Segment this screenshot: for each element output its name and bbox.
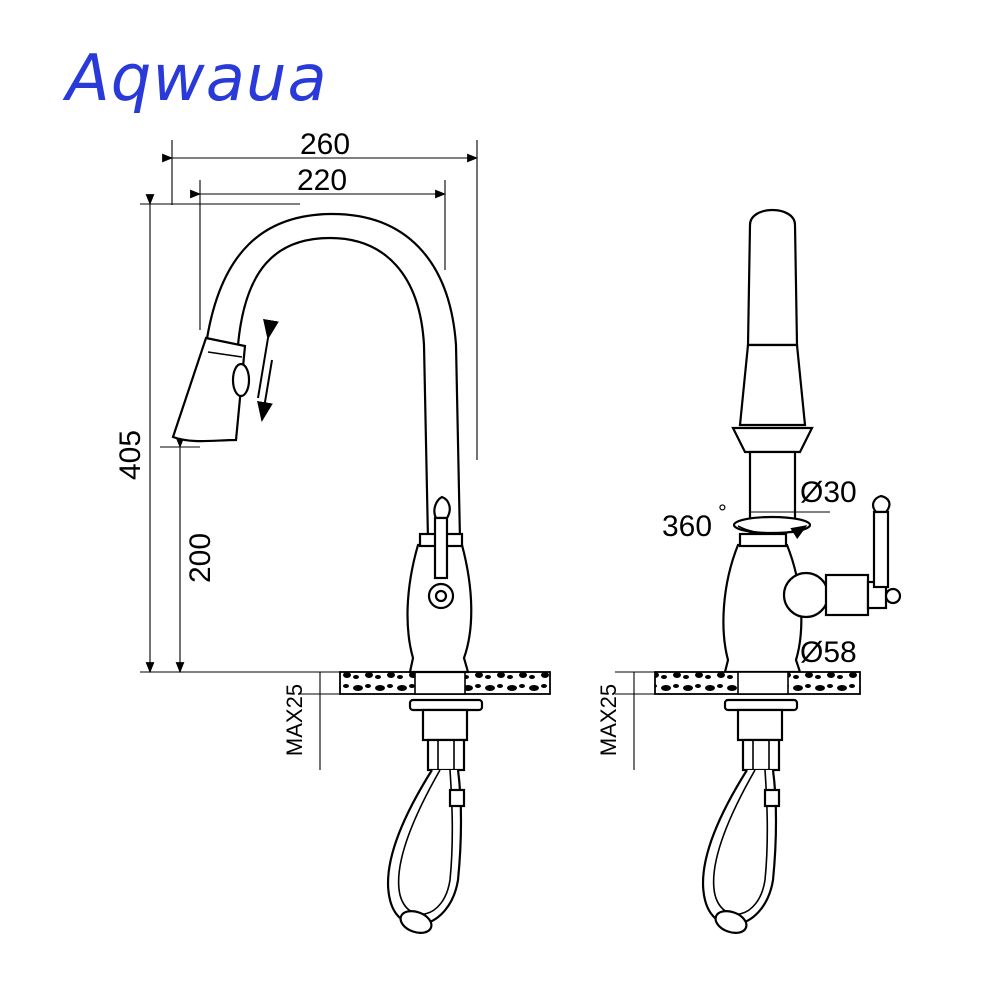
rotation-unit: ° (718, 500, 727, 525)
height-handle-label: 200 (184, 533, 217, 583)
spray-head (171, 336, 247, 443)
dimension-d30: Ø30 (750, 476, 857, 513)
dimension-max25: MAX25 (282, 671, 340, 770)
hose (386, 769, 466, 934)
dimension-d58: Ø58 (800, 636, 857, 669)
width-total-label: 260 (300, 128, 350, 161)
height-total-label: 405 (114, 430, 147, 480)
dimension-200: 200 (160, 437, 217, 674)
side-view: 260 220 405 200 MAX25 (114, 128, 551, 934)
deck-max-label-front: MAX25 (596, 684, 621, 756)
deck-max-label: MAX25 (282, 684, 307, 756)
dimension-max25-front: MAX25 (596, 671, 655, 770)
pull-down-arrows-icon (257, 318, 279, 422)
brand-logo: Aqwaua (66, 42, 328, 116)
rotation-360: 360 ° (662, 500, 727, 543)
diameter-spout-label: Ø30 (800, 476, 857, 509)
front-view: Ø30 360 ° Ø58 MAX25 (596, 208, 902, 934)
spray-head-front (738, 343, 807, 427)
mounting-shank (408, 698, 484, 772)
rotation-label: 360 (662, 510, 712, 543)
dimension-260: 260 (162, 128, 479, 460)
spout-front (746, 208, 799, 347)
width-spout-label: 220 (297, 164, 347, 197)
diameter-base-label: Ø58 (800, 636, 857, 669)
handle-lever (427, 495, 455, 610)
handle-lever-front (782, 494, 902, 619)
hose-front (701, 769, 781, 934)
dimension-220: 220 (190, 164, 447, 330)
mounting-shank-front (723, 698, 799, 772)
dimension-405: 405 (114, 194, 410, 674)
